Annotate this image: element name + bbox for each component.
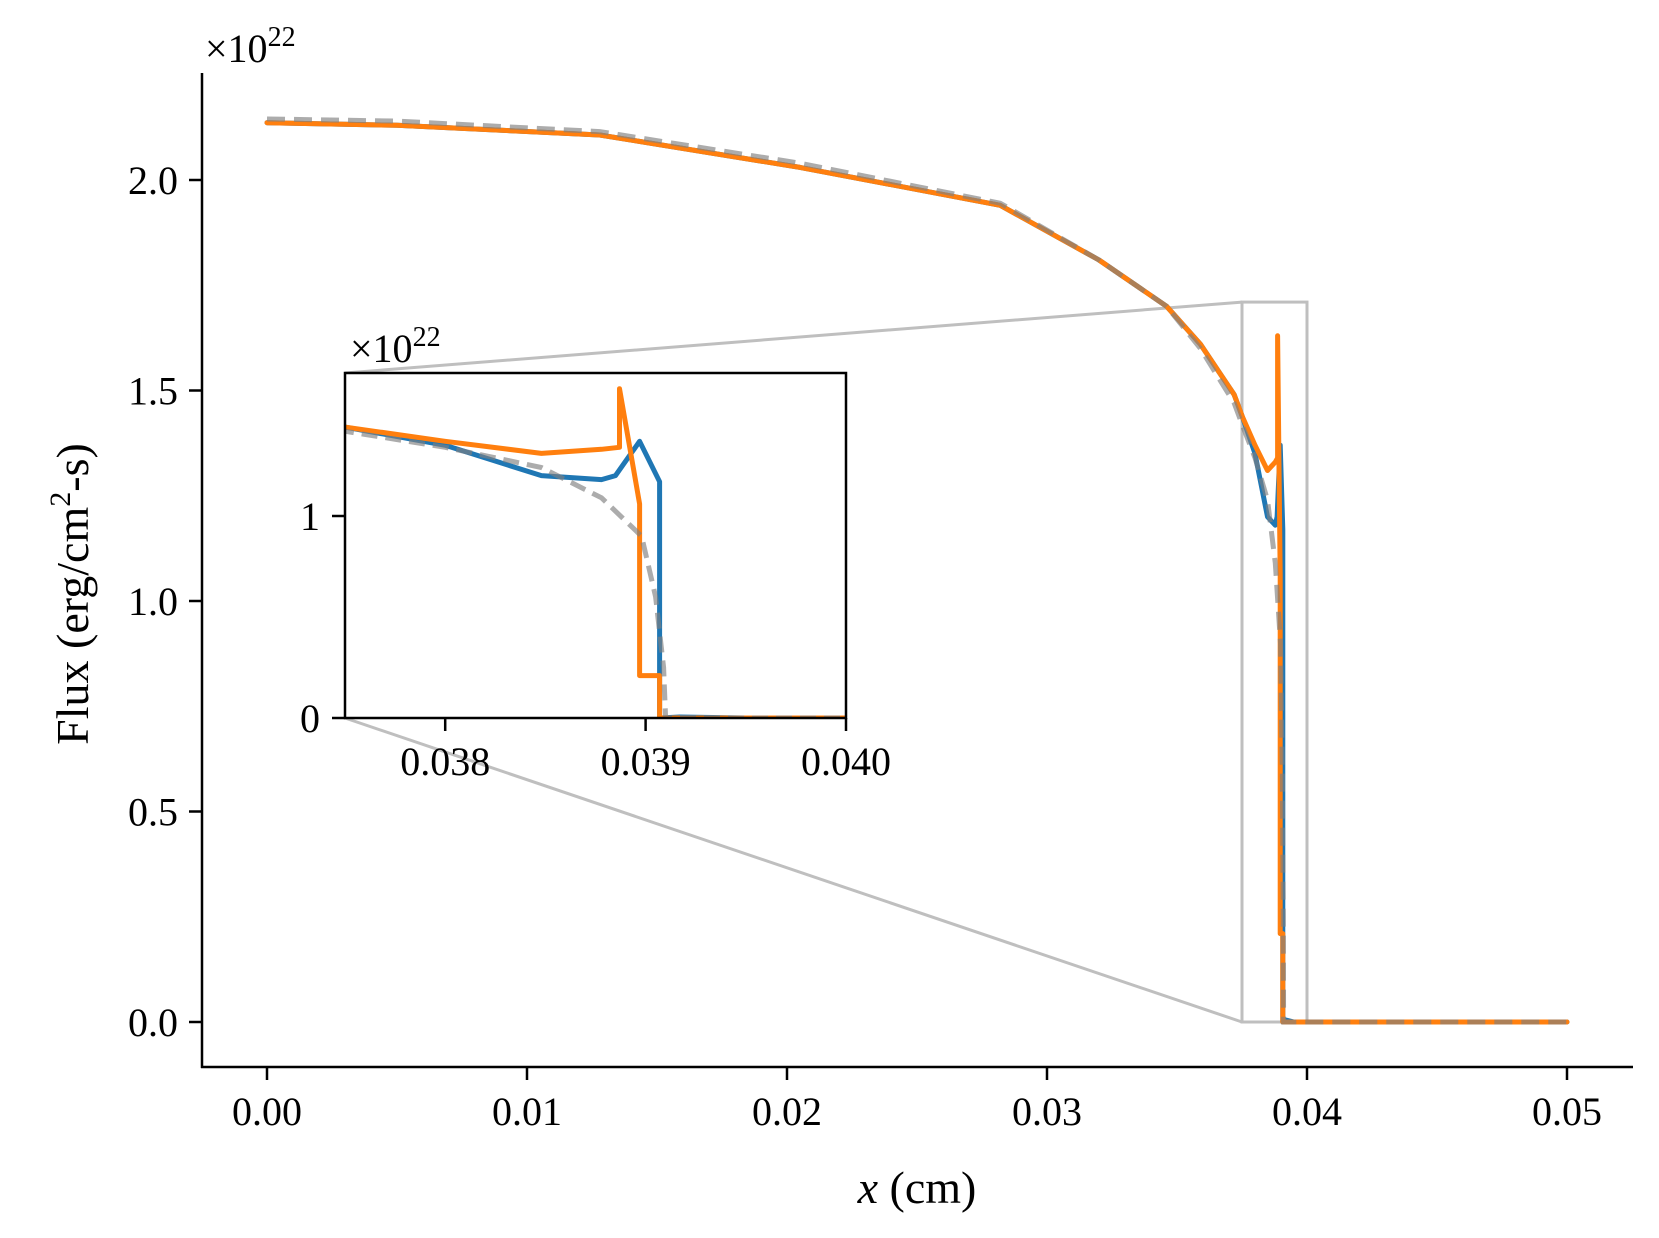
zoom-indicator: [344, 300, 1309, 1024]
series-orange: [264, 120, 1570, 1025]
inset-y-multiplier: ×1022: [350, 322, 441, 371]
x-axis-label: x (cm): [857, 1162, 977, 1213]
x-tick-label: 0.03: [1012, 1089, 1082, 1134]
x-tick-label: 0.05: [1532, 1089, 1602, 1134]
inset-plot: 0.038 0.039 0.040 0 1: [300, 371, 891, 784]
y-tick-label: 1.0: [128, 579, 178, 624]
series-dashed-reference: [266, 116, 1567, 1025]
zoom-connector-top: [344, 300, 1243, 375]
y-tick-label: 0.0: [128, 1000, 178, 1045]
main-plot-area: 0.00 0.01 0.02 0.03 0.04 0.05 0.0 0.5 1.0 1.5 2.0: [128, 73, 1633, 1134]
inset-x-tick-label: 0.038: [400, 739, 490, 784]
inset-background: [345, 373, 846, 718]
x-tick-label: 0.04: [1272, 1089, 1342, 1134]
inset-series-lines: [345, 386, 846, 718]
y-tick-label: 1.5: [128, 369, 178, 414]
x-tick-label: 0.00: [232, 1089, 302, 1134]
y-tick-label: 0.5: [128, 790, 178, 835]
y-tick-label: 2.0: [128, 158, 178, 203]
inset-frame: [343, 371, 848, 720]
inset-y-tick-label: 1: [300, 494, 320, 539]
inset-y-tick-label: 0: [300, 696, 320, 741]
inset-axes: 0.038 0.039 0.040 0 1: [300, 371, 891, 784]
inset-x-tick-label: 0.040: [801, 739, 891, 784]
inset-x-tick-label: 0.039: [601, 739, 691, 784]
main-axes: 0.00 0.01 0.02 0.03 0.04 0.05 0.0 0.5 1.0 1.5 2.0: [128, 73, 1633, 1134]
y-multiplier: ×1022: [205, 22, 296, 71]
zoom-box: [1240, 300, 1309, 1024]
x-tick-label: 0.02: [752, 1089, 822, 1134]
x-tick-label: 0.01: [492, 1089, 562, 1134]
inset-series-orange: [345, 386, 846, 718]
zoom-connector-bottom: [344, 716, 1243, 1024]
y-axis-label: Flux (erg/cm2-s): [44, 443, 98, 745]
main-series-lines: [264, 116, 1570, 1025]
